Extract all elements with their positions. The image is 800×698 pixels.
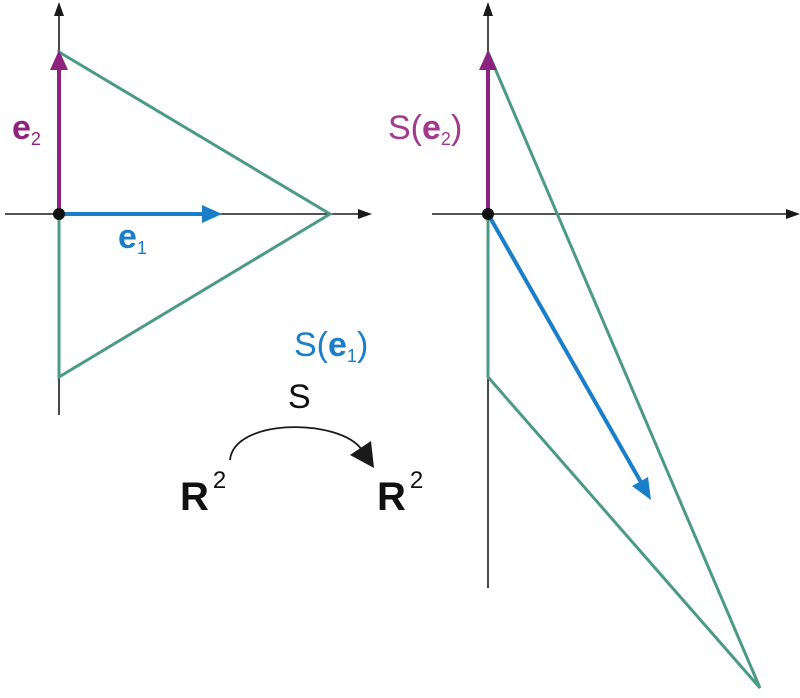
e2-label: e2: [12, 109, 41, 149]
s-e2-label-letter: e: [422, 109, 441, 147]
s-e1-label-prefix: S(: [294, 326, 329, 364]
e2-label-letter: e: [12, 109, 31, 147]
e1-label-letter: e: [118, 218, 137, 256]
s-e1-arrowhead: [632, 477, 651, 500]
s-e1-label-subscript: 1: [347, 346, 357, 366]
e1-label: e1: [118, 218, 147, 258]
mapping-arc: [229, 426, 363, 461]
left-x-axis-arrowhead: [358, 209, 372, 219]
right-panel: S(e2) S(e1): [294, 2, 800, 689]
right-transformed-triangle: [486, 51, 762, 689]
s-e1-label-suffix: ): [357, 326, 368, 364]
e2-label-subscript: 2: [31, 129, 41, 149]
domain-symbol: R: [180, 475, 209, 519]
s-e2-arrowhead: [479, 50, 497, 70]
right-y-axis-arrowhead: [483, 2, 493, 16]
e1-arrowhead: [202, 205, 222, 223]
map-name-label: S: [288, 378, 311, 416]
s-e2-label: S(e2): [388, 109, 462, 149]
s-e2-label-subscript: 2: [441, 129, 451, 149]
e2-arrowhead: [50, 50, 68, 70]
s-e2-label-suffix: ): [451, 109, 462, 147]
codomain-symbol: R: [377, 475, 406, 519]
codomain-superscript: 2: [410, 467, 423, 494]
e1-label-subscript: 1: [137, 238, 147, 258]
s-e1-label-letter: e: [328, 326, 347, 364]
left-y-axis-arrowhead: [54, 2, 64, 16]
left-origin-point: [53, 208, 65, 220]
mapping-arc-arrowhead: [350, 441, 374, 468]
left-panel: e2 e1: [5, 2, 372, 415]
right-origin-point: [482, 208, 494, 220]
s-e2-label-prefix: S(: [388, 109, 423, 147]
s-e1-label: S(e1): [294, 326, 368, 366]
domain-superscript: 2: [213, 467, 226, 494]
right-x-axis-arrowhead: [786, 209, 800, 219]
s-e1-vector: [486, 213, 644, 485]
